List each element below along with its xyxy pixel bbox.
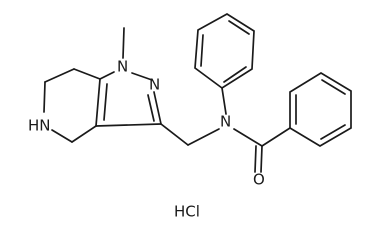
phenyl-ring-n <box>194 13 255 90</box>
atom-ring-nh: HN <box>28 117 51 135</box>
chemical-structure-diagram: N N HN N O HCl <box>28 13 352 221</box>
phenyl-b-double-2 <box>321 79 346 95</box>
bond-c-o-double <box>254 145 257 173</box>
bond-nh-c4 <box>51 129 73 143</box>
bond-c3a-c7a-double <box>103 83 108 121</box>
bond-c4-c3a <box>71 125 97 143</box>
atom-n2: N <box>149 76 160 94</box>
atom-amide-n: N <box>220 113 231 131</box>
bond-n2-c3-double <box>147 94 155 122</box>
phenyl-n-double-2 <box>228 20 250 35</box>
bond-c7-c6 <box>44 68 75 83</box>
bond-n2-c3 <box>153 91 162 125</box>
atom-n1: N <box>117 58 128 76</box>
bond-ch2-n <box>187 128 220 146</box>
phenyl-ring-benzoyl <box>289 72 352 147</box>
bond-c3-c3a <box>95 123 162 127</box>
bond-c3-ch2 <box>160 123 189 146</box>
bond-c-o <box>260 145 263 173</box>
phenyl-b-double-3 <box>320 124 346 140</box>
bond-c6-c5 <box>43 81 46 113</box>
bond-c3a-c7a <box>95 78 101 127</box>
bond-n-carbonyl <box>233 128 263 147</box>
bond-c7a-c7 <box>73 68 101 80</box>
phenyl-n-double-3 <box>223 66 247 83</box>
bond-n1-n2 <box>131 72 153 81</box>
salt-label: HCl <box>174 203 200 221</box>
atom-oxygen: O <box>253 171 265 189</box>
phenyl-n-double-1 <box>200 34 204 67</box>
bond-n-phenyl <box>221 87 227 115</box>
bond-methyl <box>122 27 125 59</box>
bond-c7a-n1 <box>99 71 115 80</box>
bond-carbonyl-phenyl <box>261 127 291 147</box>
